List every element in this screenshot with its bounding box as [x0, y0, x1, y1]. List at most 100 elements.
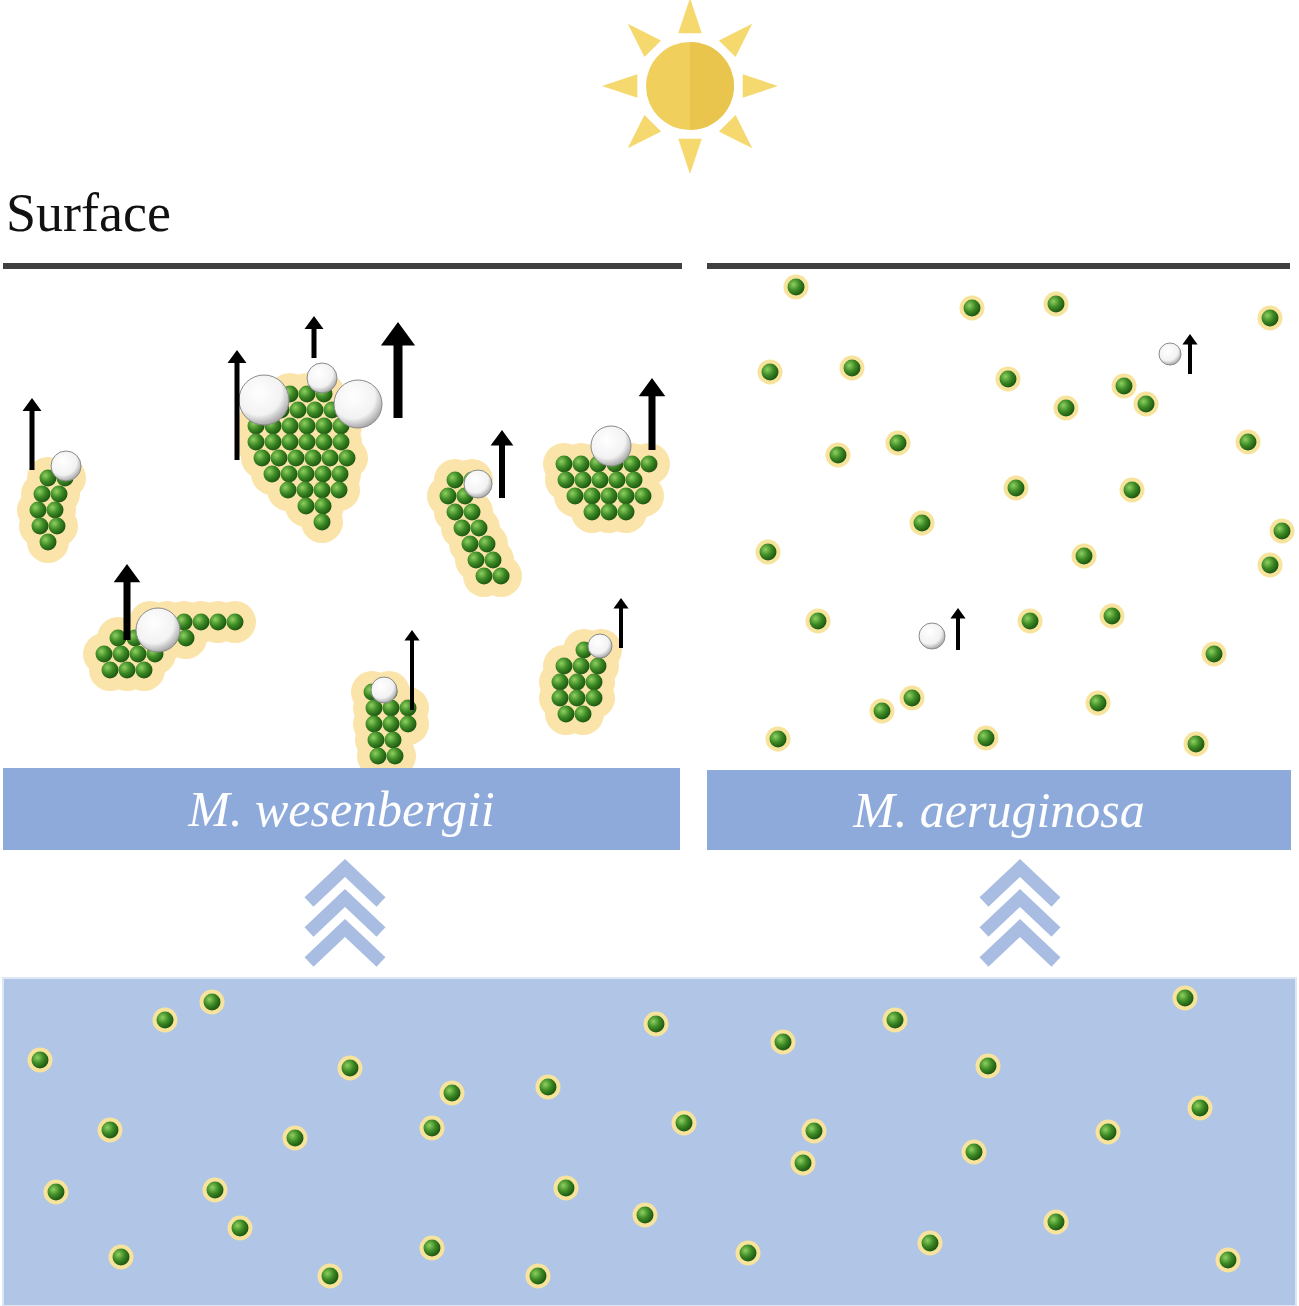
- single-cell: [536, 1075, 561, 1100]
- sun-disc: [646, 42, 734, 130]
- single-cell: [918, 1231, 943, 1256]
- single-cell: [1258, 553, 1283, 578]
- single-cell: [554, 1176, 579, 1201]
- rise-arrow: [613, 598, 628, 648]
- surface-line: [3, 263, 682, 269]
- single-cell: [1100, 604, 1125, 629]
- single-cell: [962, 1140, 987, 1165]
- sun-ray: [719, 24, 752, 57]
- single-cell: [338, 1056, 363, 1081]
- colony: [351, 671, 429, 777]
- single-cell: [1216, 1248, 1241, 1273]
- single-cell: [1018, 609, 1043, 634]
- rise-arrow: [23, 398, 42, 470]
- single-cell: [826, 443, 851, 468]
- single-cell: [1202, 642, 1227, 667]
- single-cell: [840, 356, 865, 381]
- single-cell: [886, 431, 911, 456]
- single-cell: [420, 1116, 445, 1141]
- sun-ray: [743, 74, 778, 98]
- single-cell: [910, 511, 935, 536]
- single-cell: [1236, 430, 1261, 455]
- single-cell: [791, 1151, 816, 1176]
- single-cell: [1004, 476, 1029, 501]
- gas-bubble: [371, 677, 397, 703]
- single-cell: [1112, 374, 1137, 399]
- single-cell: [1086, 691, 1111, 716]
- single-cell: [1134, 392, 1159, 417]
- single-cell: [766, 727, 791, 752]
- species-name: M. wesenbergii: [188, 780, 494, 838]
- single-cell: [1258, 306, 1283, 331]
- gas-bubble: [239, 375, 289, 425]
- species-band: M. aeruginosa: [707, 770, 1291, 850]
- gas-bubble: [919, 623, 945, 649]
- single-cell: [672, 1111, 697, 1136]
- single-cell: [806, 609, 831, 634]
- single-cell: [420, 1236, 445, 1261]
- single-cell: [644, 1012, 669, 1037]
- single-cell: [900, 686, 925, 711]
- single-cell: [1188, 1096, 1213, 1121]
- gas-bubble: [51, 451, 81, 481]
- single-cell: [1072, 544, 1097, 569]
- single-cell: [283, 1126, 308, 1151]
- sun-ray: [602, 74, 637, 98]
- upward-chevron: [309, 928, 381, 962]
- rise-arrow: [381, 322, 415, 418]
- single-cell: [1054, 396, 1079, 421]
- upward-chevron: [984, 928, 1056, 962]
- single-cell: [1096, 1120, 1121, 1145]
- single-cell: [633, 1203, 658, 1228]
- single-cell: [203, 1178, 228, 1203]
- single-cell: [28, 1048, 53, 1073]
- single-cell: [1173, 986, 1198, 1011]
- single-cell: [1184, 732, 1209, 757]
- single-cell: [870, 699, 895, 724]
- single-cell: [98, 1118, 123, 1143]
- rise-arrow: [1182, 334, 1197, 374]
- single-cell: [526, 1264, 551, 1289]
- single-cell: [960, 296, 985, 321]
- gas-bubble: [1159, 343, 1181, 365]
- single-cell: [771, 1030, 796, 1055]
- water-column: [3, 978, 1296, 1306]
- single-cell: [784, 275, 809, 300]
- rise-arrow: [950, 608, 965, 650]
- gas-bubble: [307, 363, 337, 393]
- sun-ray: [678, 139, 702, 174]
- species-band: M. wesenbergii: [3, 768, 680, 850]
- sun-ray: [719, 115, 752, 148]
- single-cell: [976, 1054, 1001, 1079]
- single-cell: [736, 1241, 761, 1266]
- single-cell: [44, 1180, 69, 1205]
- species-name: M. aeruginosa: [853, 781, 1145, 839]
- rise-arrow: [114, 564, 141, 640]
- rise-arrow: [404, 630, 419, 710]
- sun: [602, 0, 778, 174]
- sun-ray: [678, 0, 702, 33]
- single-cell: [200, 990, 225, 1015]
- single-cell: [109, 1245, 134, 1270]
- single-cell: [1044, 1210, 1069, 1235]
- single-cell: [1044, 292, 1069, 317]
- single-cell: [802, 1119, 827, 1144]
- rise-arrow: [228, 350, 247, 460]
- single-cell: [440, 1081, 465, 1106]
- single-cell: [996, 367, 1021, 392]
- colony: [539, 629, 622, 735]
- rise-arrow: [305, 316, 324, 358]
- single-cell: [756, 540, 781, 565]
- single-cell: [228, 1216, 253, 1241]
- gas-bubble: [591, 426, 631, 466]
- gas-bubble: [136, 608, 180, 652]
- rise-arrow: [639, 378, 666, 450]
- gas-bubble: [588, 634, 612, 658]
- single-cell: [974, 726, 999, 751]
- single-cell: [318, 1264, 343, 1289]
- single-cell: [758, 360, 783, 385]
- sun-shade: [690, 42, 734, 130]
- rise-arrow: [491, 430, 514, 498]
- single-cell: [1120, 478, 1145, 503]
